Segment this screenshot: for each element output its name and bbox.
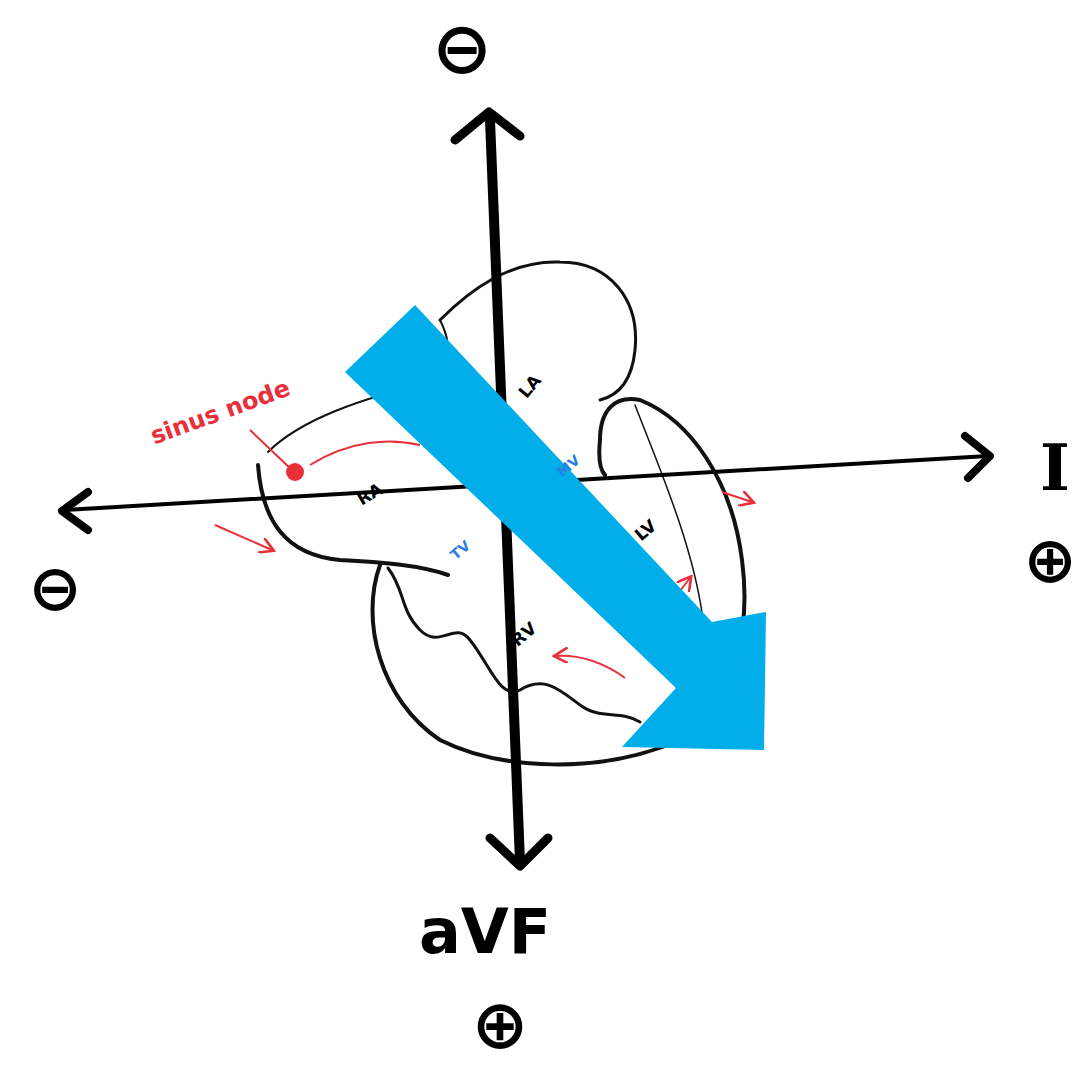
anatomy-label: LA: [516, 371, 544, 400]
axis-sign: ⊖: [432, 12, 492, 84]
anatomy-label: sinus node: [147, 376, 293, 449]
axis-sign: ⊖: [28, 556, 82, 620]
axis-vector-arrow: [345, 305, 766, 750]
lead-axes: [62, 112, 990, 866]
anatomy-label: LV: [632, 517, 660, 544]
valve-label: TV: [448, 538, 473, 562]
anatomy-label: RA: [354, 480, 385, 508]
lead-name: I: [1040, 436, 1070, 500]
axis-sign: ⊕: [472, 991, 529, 1059]
lead-name: aVF: [419, 901, 551, 963]
axis-sign: ⊕: [1023, 528, 1077, 592]
